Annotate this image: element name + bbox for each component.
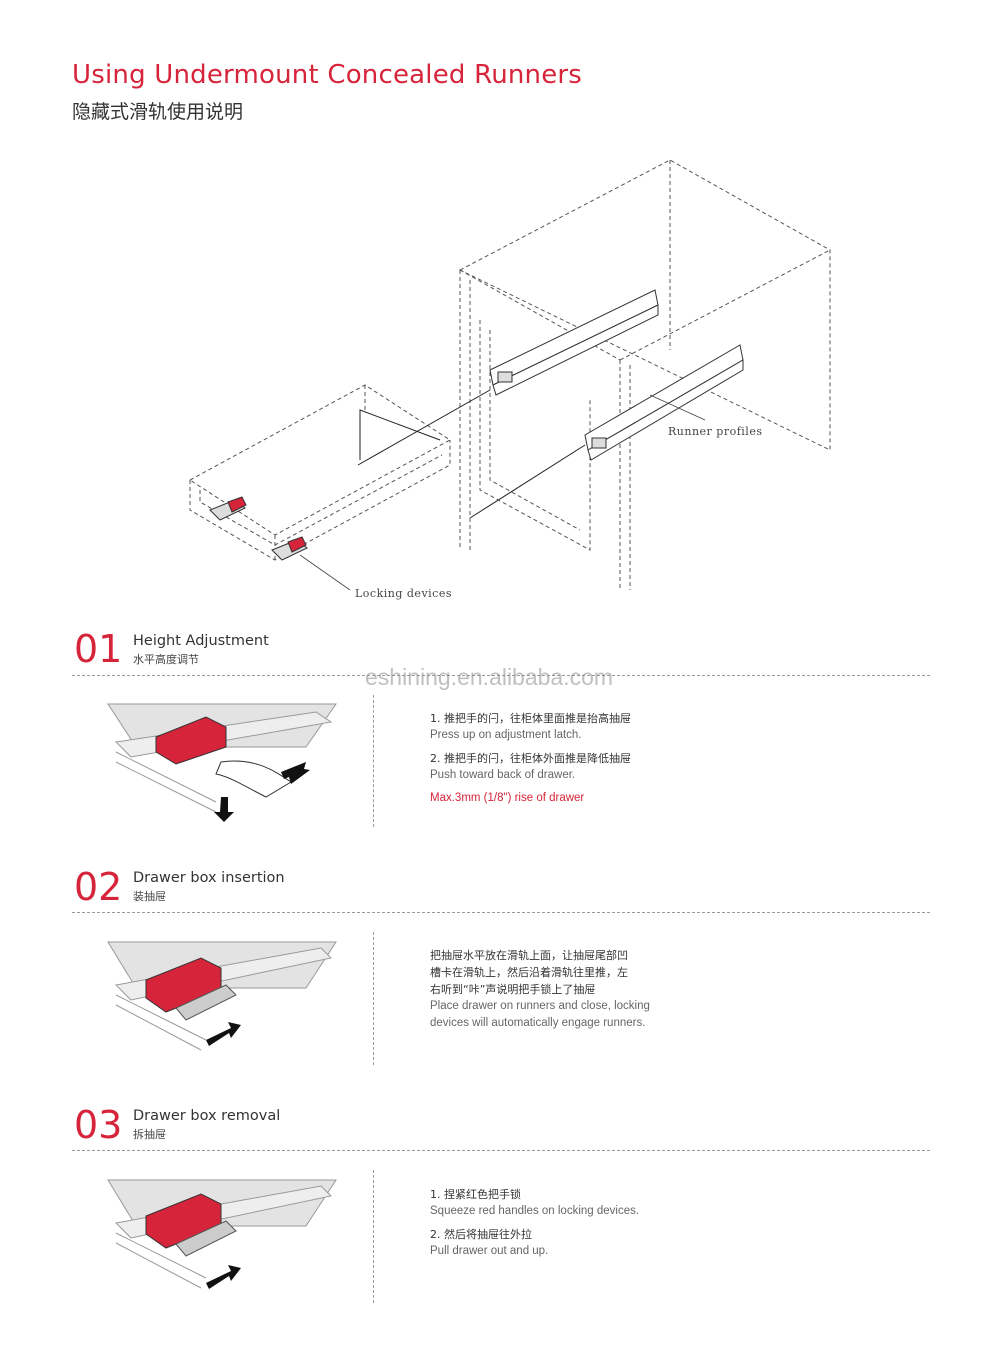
watermark: eshining.en.alibaba.com xyxy=(365,664,614,690)
page-subtitle-cn: 隐藏式滑轨使用说明 xyxy=(72,101,244,123)
column-divider xyxy=(373,1170,374,1303)
step-en: Squeeze red handles on locking devices. xyxy=(430,1205,640,1217)
step-en: Press up on adjustment latch. xyxy=(430,729,582,741)
page-title: Using Undermount Concealed Runners xyxy=(72,60,583,90)
instruction-cn-line: 槽卡在滑轨上，然后沿着滑轨往里推，左 xyxy=(430,966,628,979)
step-en: Pull drawer out and up. xyxy=(430,1245,549,1257)
divider xyxy=(72,912,930,913)
section-01-instructions: 1. 推把手的闩，往柜体里面推是抬高抽屉 Press up on adjustm… xyxy=(430,710,670,807)
divider xyxy=(72,1150,930,1151)
section-title: Drawer box insertion xyxy=(133,870,285,886)
section-number: 03 xyxy=(74,1103,123,1147)
section-number: 02 xyxy=(74,865,123,909)
section-title-cn: 水平高度调节 xyxy=(133,653,199,666)
column-divider xyxy=(373,932,374,1065)
runner-profiles-label: Runner profiles xyxy=(668,425,763,438)
instruction-cn-line: 右听到“咔”声说明把手锁上了抽屉 xyxy=(430,983,596,996)
section-number: 01 xyxy=(74,627,123,671)
max-rise-note: Max.3mm (1/8") rise of drawer xyxy=(430,792,585,804)
drawer-insertion-illustration xyxy=(107,941,337,1051)
step-cn: 2. 推把手的闩，往柜体外面推是降低抽屉 xyxy=(430,752,631,765)
instruction-cn-line: 把抽屉水平放在滑轨上面，让抽屉尾部凹 xyxy=(430,949,628,962)
height-adjustment-illustration xyxy=(107,703,337,822)
instruction-en-line: Place drawer on runners and close, locki… xyxy=(430,1000,650,1012)
drawer-removal-illustration xyxy=(107,1179,337,1289)
divider xyxy=(72,675,930,676)
column-divider xyxy=(373,695,374,827)
step-cn: 1. 捏紧红色把手锁 xyxy=(430,1188,521,1201)
step-cn: 1. 推把手的闩，往柜体里面推是抬高抽屉 xyxy=(430,712,631,725)
section-02-instructions: 把抽屉水平放在滑轨上面，让抽屉尾部凹 槽卡在滑轨上，然后沿着滑轨往里推，左 右听… xyxy=(430,947,670,1032)
section-03-instructions: 1. 捏紧红色把手锁 Squeeze red handles on lockin… xyxy=(430,1186,670,1260)
locking-devices-label: Locking devices xyxy=(355,587,452,600)
section-title: Height Adjustment xyxy=(133,633,269,649)
step-en: Push toward back of drawer. xyxy=(430,769,576,781)
section-title-cn: 拆抽屉 xyxy=(133,1128,166,1141)
step-cn: 2. 然后将抽屉往外拉 xyxy=(430,1228,532,1241)
section-title: Drawer box removal xyxy=(133,1108,281,1124)
section-title-cn: 装抽屉 xyxy=(133,890,166,903)
instruction-en-line: devices will automatically engage runner… xyxy=(430,1017,646,1029)
cabinet-exploded-diagram xyxy=(189,159,831,591)
